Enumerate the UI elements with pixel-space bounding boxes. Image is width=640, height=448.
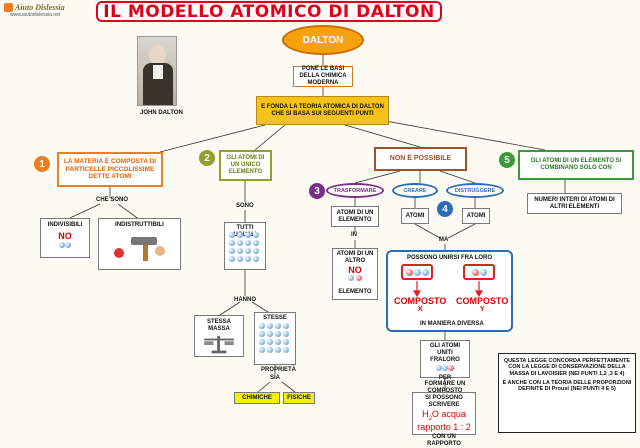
joined-atoms-icon <box>436 364 454 374</box>
dalton-portrait <box>137 36 177 106</box>
per-formare-text: PER FORMARE UN COMPOSTO <box>424 374 466 395</box>
tutti-uguali-box: TUTTI UGUALI <box>224 222 266 270</box>
non-possibile-box: NON È POSSIBILE <box>374 147 467 171</box>
number-1-badge: 1 <box>34 156 50 172</box>
creare-text: CREARE <box>403 187 427 194</box>
rapporto-text: rapporto 1 : 2 <box>417 422 471 433</box>
possono-unirsi-text: POSSONO UNIRSI FRA LORO <box>406 255 493 261</box>
compound-x-icon <box>401 264 433 280</box>
number-5-badge: 5 <box>499 152 515 168</box>
stessa-massa-text: STESSA MASSA <box>206 319 231 332</box>
connector-lines <box>69 55 566 393</box>
numeri-interi-box: NUMERI INTERI DI ATOMI DI ALTRI ELEMENTI <box>527 193 622 214</box>
compound-arrows <box>412 281 484 298</box>
maniera-label: IN MANIERA DIVERSA <box>420 321 484 327</box>
sono-label: SONO <box>236 203 254 209</box>
creare-oval: CREARE <box>392 183 438 198</box>
atomi-text-b: ATOMI <box>466 212 486 219</box>
atom-pair-icon <box>348 275 362 284</box>
trasformare-oval: TRASFORMARE <box>326 183 384 198</box>
uniti-text: GLI ATOMI UNITI FRALORO <box>429 343 461 363</box>
legge2-text: E ANCHE CON LA TEORIA DELLE PROPORZIONI … <box>502 379 632 393</box>
fisiche-text: FISICHE <box>287 394 311 401</box>
atomi-altro-box: ATOMI DI UN ALTRO NO ELEMENTO <box>332 248 378 300</box>
atomi-un-elemento-box: ATOMI DI UN ELEMENTO <box>331 206 379 227</box>
atomi-altro-text: ATOMI DI UN ALTRO <box>336 251 374 264</box>
portrait-caption: JOHN DALTON <box>140 110 183 116</box>
trasformare-text: TRASFORMARE <box>333 187 377 194</box>
indistruttibili-text: INDISTRUTTIBILI <box>115 222 164 228</box>
no-label-2: NO <box>348 264 362 275</box>
book-icon <box>4 3 13 12</box>
non-possibile-text: NON È POSSIBILE <box>389 154 452 162</box>
chimiche-text: CHIMICHE <box>242 394 272 401</box>
distruggere-text: DISTRUGGERE <box>454 187 496 194</box>
logo: Aiuto Dislessia www.aiutodislessia.net <box>4 3 76 19</box>
materia-box: LA MATERIA È COMPOSTA DI PARTICELLE PICC… <box>57 152 163 187</box>
pone-box: PONE LE BASI DELLA CHIMICA MODERNA <box>293 66 353 87</box>
page-title: IL MODELLO ATOMICO DI DALTON <box>96 1 442 22</box>
numeri-interi-text: NUMERI INTERI DI ATOMI DI ALTRI ELEMENTI <box>534 196 615 210</box>
legge-box: QUESTA LEGGE CONCORDA PERFETTAMENTE CON … <box>498 353 636 433</box>
ma-label: MA <box>439 237 449 243</box>
compound-y-icon <box>463 264 495 280</box>
logo-text: Aiuto Dislessia <box>15 3 65 12</box>
con-rapporto-text: CON UN RAPPORTO <box>427 433 461 447</box>
atomi-box-a: ATOMI <box>401 208 429 224</box>
h2o-formula: H2O acqua <box>422 408 466 422</box>
split-atom-icon <box>59 242 71 251</box>
che-sono-label: CHE SONO <box>96 197 129 203</box>
indivisibili-text: INDIVISIBILI <box>47 222 83 228</box>
sia-label: SIA <box>270 375 281 381</box>
in-label: IN <box>351 232 357 238</box>
balance-scale-icon <box>204 335 234 354</box>
distruggere-oval: DISTRUGGERE <box>446 183 504 198</box>
scrivere-box: SI POSSONO SCRIVERE H2O acqua rapporto 1… <box>412 392 476 447</box>
possono-unirsi-box: POSSONO UNIRSI FRA LORO <box>386 250 513 332</box>
proprieta-label: PROPRIETÀ <box>261 367 297 373</box>
chimiche-box: CHIMICHE <box>234 392 280 404</box>
no-label: NO <box>58 230 72 241</box>
atom-grid-uguali <box>229 232 259 262</box>
logo-url: www.aiutodislessia.net <box>10 12 61 18</box>
hammer-icon <box>113 236 165 261</box>
uniti-box: GLI ATOMI UNITI FRALORO PER FORMARE UN C… <box>420 340 470 394</box>
unico-text: GLI ATOMI DI UN UNICO ELEMENTO <box>226 155 265 175</box>
indistruttibili-box: INDISTRUTTIBILI <box>98 218 181 270</box>
atomi-box-b: ATOMI <box>462 208 490 224</box>
combinano-box: GLI ATOMI DI UN ELEMENTO SI COMBINANO SO… <box>518 150 634 180</box>
unico-box: GLI ATOMI DI UN UNICO ELEMENTO <box>219 150 272 181</box>
elemento-text: ELEMENTO <box>338 289 372 296</box>
page-title-text: IL MODELLO ATOMICO DI DALTON <box>103 1 435 22</box>
atom-grid-stesse <box>259 323 289 353</box>
number-3-badge: 3 <box>309 183 325 199</box>
fonda-box: E FONDA LA TEORIA ATOMICA DI DALTON CHE … <box>256 96 389 125</box>
dalton-node: DALTON <box>282 25 364 55</box>
hanno-label: HANNO <box>234 297 256 303</box>
stesse-box: STESSE <box>254 312 296 365</box>
indivisibili-box: INDIVISIBILI NO <box>40 218 90 258</box>
fonda-text: E FONDA LA TEORIA ATOMICA DI DALTON CHE … <box>261 103 384 117</box>
atomi-un-elemento-text: ATOMI DI UN ELEMENTO <box>336 209 374 223</box>
fisiche-box: FISICHE <box>283 392 315 404</box>
pone-text: PONE LE BASI DELLA CHIMICA MODERNA <box>299 66 347 86</box>
dalton-label: DALTON <box>302 34 344 46</box>
atomi-text-a: ATOMI <box>405 212 425 219</box>
legge1-text: QUESTA LEGGE CONCORDA PERFETTAMENTE CON … <box>503 358 631 377</box>
materia-text: LA MATERIA È COMPOSTA DI PARTICELLE PICC… <box>63 158 157 181</box>
number-2-badge: 2 <box>199 150 215 166</box>
scrivere-text: SI POSSONO SCRIVERE <box>425 395 463 408</box>
stesse-text: STESSE <box>263 315 287 321</box>
combinano-text: GLI ATOMI DI UN ELEMENTO SI COMBINANO SO… <box>530 158 622 171</box>
number-4-badge: 4 <box>437 201 453 217</box>
stessa-massa-box: STESSA MASSA <box>194 315 244 357</box>
